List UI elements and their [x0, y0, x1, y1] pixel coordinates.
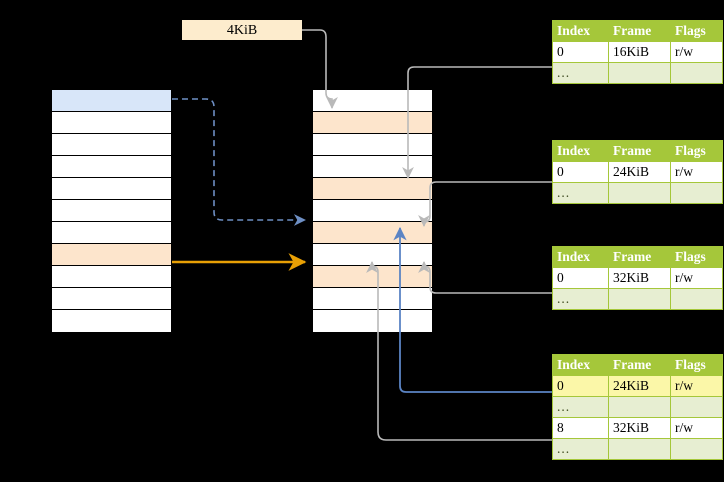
cell-frame [608, 62, 671, 84]
cell-flags: r/w [670, 375, 723, 397]
table-row: ... [552, 62, 723, 84]
cell-frame [608, 438, 671, 460]
cell-flags [670, 62, 723, 84]
cell-flags: r/w [670, 161, 723, 183]
cell-index: 0 [552, 375, 609, 397]
cell-frame: 32KiB [608, 267, 671, 289]
virtual-page-cell-4 [52, 178, 171, 200]
cell-flags: r/w [670, 41, 723, 63]
column-header-flags: Flags [670, 140, 723, 162]
physical-frame-cell-4 [313, 178, 432, 200]
cell-index: 0 [552, 267, 609, 289]
cell-frame: 24KiB [608, 161, 671, 183]
physical-frame-cell-8 [313, 266, 432, 288]
cell-frame [608, 182, 671, 204]
cell-index: ... [552, 438, 609, 460]
physical-frame-cell-10 [313, 310, 432, 332]
connector-table3-to-frame [418, 261, 552, 294]
cell-frame: 16KiB [608, 41, 671, 63]
physical-memory-column [312, 89, 433, 332]
physical-frame-cell-1 [313, 112, 432, 134]
virtual-page-cell-0 [52, 90, 171, 112]
cell-index: 8 [552, 417, 609, 439]
physical-frame-cell-0 [313, 90, 432, 112]
cell-flags: r/w [670, 417, 723, 439]
cell-flags [670, 288, 723, 310]
physical-frame-cell-5 [313, 200, 432, 222]
virtual-page-cell-9 [52, 288, 171, 310]
cell-frame [608, 396, 671, 418]
virtual-page-cell-10 [52, 310, 171, 332]
column-header-index: Index [552, 354, 609, 376]
cell-index: ... [552, 182, 609, 204]
virtual-page-cell-7 [52, 244, 171, 266]
cell-flags [670, 396, 723, 418]
cell-frame [608, 288, 671, 310]
column-header-frame: Frame [608, 140, 671, 162]
table-row: ... [552, 438, 723, 460]
virtual-page-cell-6 [52, 222, 171, 244]
cell-index: ... [552, 396, 609, 418]
table-row: ... [552, 396, 723, 418]
cell-index: ... [552, 62, 609, 84]
physical-frame-cell-9 [313, 288, 432, 310]
column-header-flags: Flags [670, 246, 723, 268]
connector-virtual-page-to-frame-dashed [172, 98, 306, 226]
table-row: ... [552, 288, 723, 310]
cell-frame: 32KiB [608, 417, 671, 439]
virtual-page-cell-5 [52, 200, 171, 222]
column-header-flags: Flags [670, 354, 723, 376]
column-header-index: Index [552, 246, 609, 268]
column-header-frame: Frame [608, 246, 671, 268]
cell-frame: 24KiB [608, 375, 671, 397]
cell-index: 0 [552, 41, 609, 63]
virtual-page-cell-8 [52, 266, 171, 288]
column-header-frame: Frame [608, 20, 671, 42]
cell-index: ... [552, 288, 609, 310]
physical-frame-cell-6 [313, 222, 432, 244]
column-header-index: Index [552, 140, 609, 162]
physical-frame-cell-7 [313, 244, 432, 266]
physical-frame-cell-3 [313, 156, 432, 178]
cell-flags [670, 438, 723, 460]
physical-frame-cell-2 [313, 134, 432, 156]
connector-table2-to-frame [418, 181, 552, 227]
column-header-flags: Flags [670, 20, 723, 42]
virtual-page-cell-2 [52, 134, 171, 156]
column-header-frame: Frame [608, 354, 671, 376]
column-header-index: Index [552, 20, 609, 42]
cell-index: 0 [552, 161, 609, 183]
cell-flags [670, 182, 723, 204]
virtual-page-cell-3 [52, 156, 171, 178]
table-row: ... [552, 182, 723, 204]
virtual-page-cell-1 [52, 112, 171, 134]
page-size-label: 4KiB [182, 20, 302, 40]
virtual-address-space-column [51, 89, 172, 332]
cell-flags: r/w [670, 267, 723, 289]
